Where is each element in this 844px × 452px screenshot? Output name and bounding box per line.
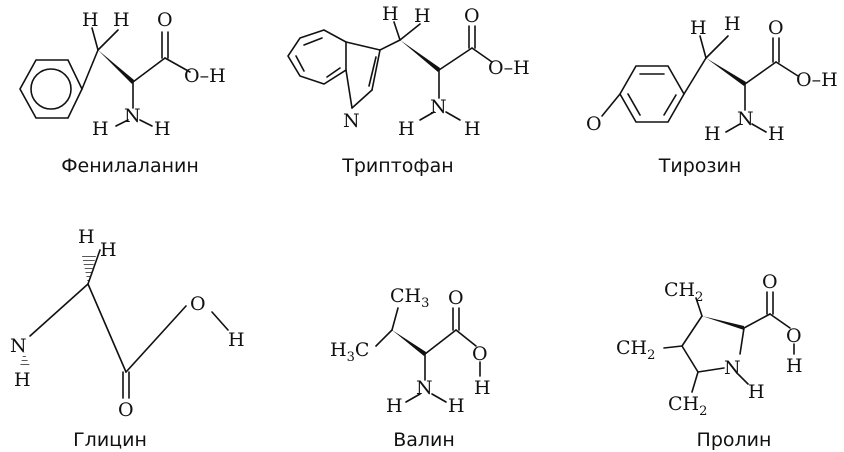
atom-n: N: [430, 96, 447, 118]
atom-h: H: [724, 13, 741, 35]
atom-n: N: [124, 105, 141, 127]
hashed-bond: [20, 352, 30, 366]
atom-h: H: [228, 329, 245, 351]
molecule-tyrosine: O H H O O–H N H H Тирозин: [586, 13, 838, 177]
atom-h: H: [704, 123, 721, 145]
atom-ch2: CH2: [616, 337, 655, 363]
atom-h: H: [386, 395, 403, 417]
atom-h: H: [448, 395, 465, 417]
hashed-bond: [82, 256, 96, 284]
atom-h: H: [382, 3, 399, 25]
atom-oh: O–H: [488, 57, 530, 79]
wedge-bond: [400, 40, 440, 72]
wedge-bond: [98, 50, 134, 84]
atom-h: H: [82, 9, 99, 31]
atom-h: H: [464, 118, 481, 140]
atom-h: H: [113, 9, 130, 31]
atom-o: O: [464, 5, 480, 27]
molecule-valine: CH3 H3C O O H N H H Валин: [330, 285, 491, 451]
atom-h: H: [748, 381, 765, 403]
molecule-caption: Тирозин: [658, 155, 742, 177]
atom-o: O: [190, 293, 206, 315]
atom-h: H: [786, 355, 803, 377]
wedge-bond: [392, 330, 426, 356]
molecule-caption: Фенилаланин: [61, 155, 199, 177]
atom-h: H: [398, 118, 415, 140]
atom-n: N: [416, 377, 433, 399]
atom-o: O: [768, 17, 784, 39]
atom-o: O: [472, 343, 488, 365]
atom-ring-n: N: [343, 110, 360, 132]
atom-o: O: [786, 325, 802, 347]
atom-h3c: H3C: [330, 339, 369, 365]
atom-ch2: CH2: [664, 279, 703, 305]
molecule-phenylalanine: H H O O–H N H H Фенилаланин: [19, 9, 226, 177]
wedge-bond: [706, 58, 746, 86]
molecule-proline: CH2 CH2 CH2 O O H N H Пролин: [616, 271, 803, 451]
pyrrolidine-ring: [681, 315, 745, 373]
atom-o: O: [118, 399, 134, 421]
atom-h: H: [92, 118, 109, 140]
atom-h: H: [100, 239, 117, 261]
atom-ring-o: O: [586, 113, 602, 135]
atom-n: N: [10, 335, 27, 357]
phenol-ring: [619, 65, 685, 123]
atom-h: H: [690, 17, 707, 39]
molecule-caption: Триптофан: [341, 155, 453, 177]
atom-ch3: CH3: [390, 285, 429, 311]
molecule-caption: Глицин: [73, 429, 147, 451]
atom-n: N: [724, 357, 741, 379]
indole-ring: [287, 29, 381, 109]
atom-o: O: [157, 9, 173, 31]
molecule-tryptophan: N H H O O–H N H H Триптофан: [287, 3, 530, 177]
atom-h: H: [154, 118, 171, 140]
wedge-bond: [702, 316, 744, 330]
atom-h: H: [78, 226, 95, 248]
molecule-caption: Пролин: [697, 429, 772, 451]
molecule-glycine: H H O O H N H Глицин: [10, 226, 245, 451]
atom-h: H: [768, 123, 785, 145]
atom-o: O: [448, 287, 464, 309]
atom-h: H: [14, 369, 31, 391]
atom-o: O: [762, 271, 778, 293]
atom-n: N: [737, 108, 754, 130]
benzene-ring: [19, 59, 83, 119]
molecule-caption: Валин: [393, 429, 455, 451]
atom-ch2: CH2: [668, 393, 707, 419]
atom-oh: O–H: [184, 65, 226, 87]
atom-h: H: [414, 5, 431, 27]
atom-h: H: [474, 377, 491, 399]
atom-oh: O–H: [796, 69, 838, 91]
